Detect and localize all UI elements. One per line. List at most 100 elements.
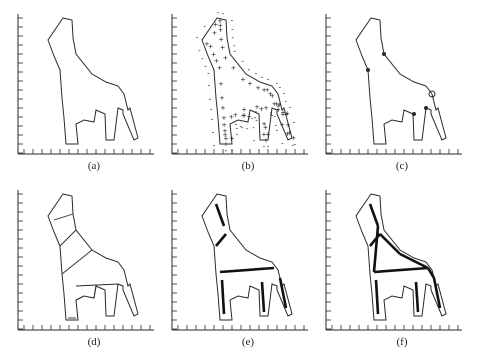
panel-label-d: (d) [64,336,124,348]
minus-mark: - [231,16,234,25]
partition-line [62,250,92,274]
axis-segment [370,204,378,226]
plus-mark: + [264,103,269,112]
plus-mark: + [218,25,223,34]
plus-mark: + [218,16,223,25]
plus-mark: + [233,111,238,120]
plus-mark: + [220,94,225,103]
panel-b: +-+-+-+-+-+-+-+-+-+-+-+-+-+-+-+-+-+-+-+-… [172,8,308,155]
plus-mark: + [248,79,253,88]
axis-segment [220,268,274,272]
axis-segment [374,268,428,272]
minus-mark: - [235,119,238,128]
plus-mark: + [222,113,227,122]
minus-mark: - [278,82,281,91]
plus-mark: + [230,134,235,143]
minus-mark: - [267,74,270,83]
minus-mark: - [213,140,216,149]
minus-mark: - [212,127,215,136]
minus-mark: - [252,123,255,132]
minus-mark: - [261,72,264,81]
minus-mark: - [255,69,258,78]
minus-mark: - [210,105,213,114]
plus-mark: + [211,50,216,59]
axis-segment [216,234,226,246]
minus-mark: - [253,136,256,145]
plus-mark: + [264,136,269,145]
minus-mark: - [248,65,251,74]
minus-mark: - [239,121,242,130]
minus-mark: - [275,121,278,130]
panel-label-e: (e) [218,336,278,348]
partition-line [60,230,76,246]
minus-mark: - [284,97,287,106]
panel-f [326,190,462,330]
plus-mark: + [231,64,236,73]
minus-mark: - [245,124,248,133]
corner-point [366,68,370,72]
plus-mark: + [212,28,217,37]
donkey-outline [48,18,138,144]
plus-mark: + [221,103,226,112]
donkey-outline [356,18,446,144]
minus-mark: - [241,56,244,65]
panel-label-f: (f) [372,336,432,348]
plus-mark: + [291,134,296,143]
partition-line [76,284,118,286]
minus-mark: - [208,80,211,89]
plus-mark: + [256,84,261,93]
minus-mark: - [196,33,199,42]
plus-mark: + [223,127,228,136]
corner-point [424,106,428,110]
plus-mark: + [205,39,210,48]
panel-c [326,14,462,154]
minus-mark: - [201,54,204,63]
skeleton-link [374,226,378,272]
minus-mark: - [281,138,284,147]
plus-mark: + [280,121,285,130]
panel-label-c: (c) [372,160,432,172]
donkey-outline [356,194,446,320]
axis-segment [222,280,224,314]
plus-mark: + [242,111,247,120]
panel-label-b: (b) [218,160,278,172]
panel-e [172,190,308,330]
minus-mark: - [203,22,206,31]
corner-point [412,112,416,116]
axis-segment [216,204,224,226]
plus-mark: + [286,121,291,130]
axis-segment [376,280,378,314]
plus-mark: + [219,80,224,89]
minus-mark: - [236,129,239,138]
panel-a [18,14,154,154]
panel-label-a: (a) [64,160,124,172]
panel-d [18,190,154,330]
minus-mark: - [198,46,201,55]
minus-mark: - [211,115,214,124]
donkey-outline [202,194,292,320]
plus-mark: + [263,123,268,132]
minus-mark: - [207,68,210,77]
plus-mark: + [220,43,225,52]
minus-mark: - [271,111,274,120]
minus-mark: - [288,102,291,111]
minus-mark: - [292,117,295,126]
partition-line [76,296,84,300]
plus-mark: + [259,105,264,114]
axis-segment [262,282,264,312]
minus-mark: - [277,105,280,114]
plus-mark: + [247,112,252,121]
plus-mark: + [224,140,229,149]
donkey-outline [48,194,138,320]
plus-mark: + [229,113,234,122]
axis-segment [370,234,380,246]
partition-line [54,214,73,220]
plus-mark: + [285,130,290,139]
minus-mark: - [209,94,212,103]
plus-mark: + [223,54,228,63]
minus-mark: - [204,61,207,70]
partition-line [94,286,96,298]
minus-mark: - [231,146,234,155]
minus-mark: - [233,46,236,55]
